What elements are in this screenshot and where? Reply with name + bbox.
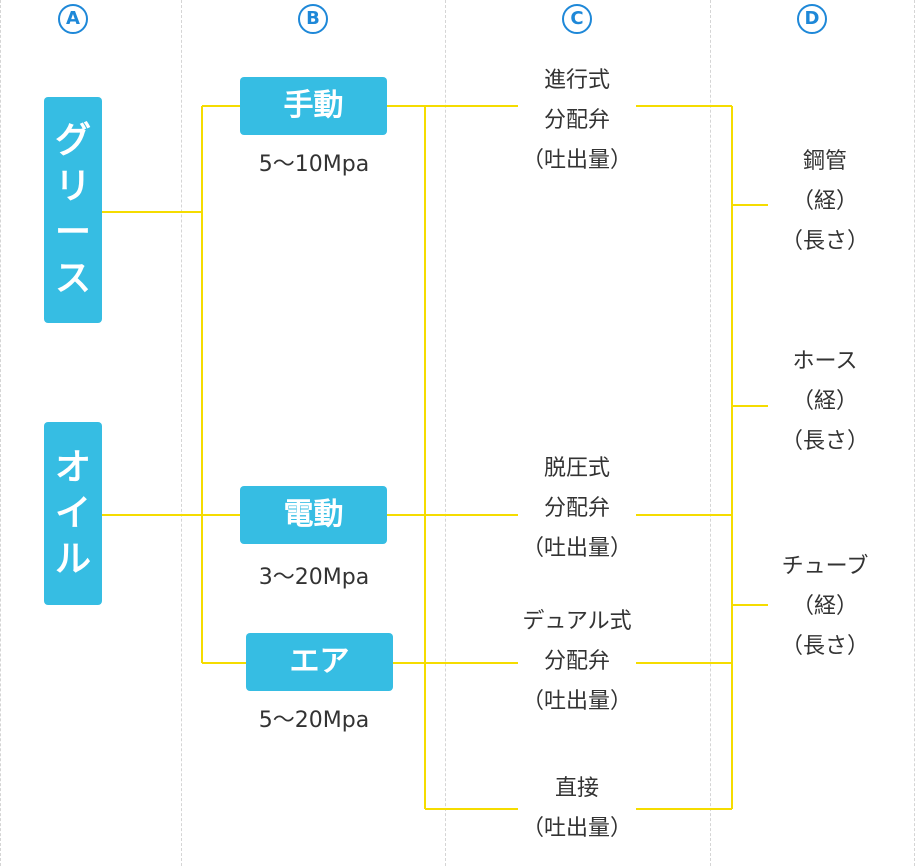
pipe-line: （経）: [791, 594, 858, 619]
valve-line: （吐出量）: [521, 816, 632, 841]
column-a-header: A: [58, 4, 88, 34]
pipe-line: （経）: [791, 189, 858, 214]
pipe-line: （長さ）: [780, 634, 869, 659]
column-divider: [0, 0, 1, 866]
lubricant-char: グ: [54, 120, 91, 161]
column-b-header: B: [298, 4, 328, 34]
column-divider: [710, 0, 711, 866]
lubricant-oil-box: オ イ ル: [44, 422, 102, 605]
valve-line: デュアル式: [522, 609, 632, 634]
valve-line: （吐出量）: [521, 148, 632, 173]
lubricant-char: オ: [54, 446, 91, 488]
lubricant-char: ー: [54, 212, 91, 253]
valve-line: 進行式: [543, 68, 610, 93]
method-manual-pressure: 5～10Mpa: [258, 152, 370, 177]
column-c-header: C: [562, 4, 592, 34]
pipe-line: （長さ）: [780, 429, 869, 454]
lubricant-char: リ: [54, 166, 91, 207]
valve-line: （吐出量）: [521, 536, 632, 561]
pipe-line: チューブ: [781, 554, 869, 579]
valve-line: 脱圧式: [543, 456, 610, 481]
column-divider: [181, 0, 182, 866]
valve-direct-label: 直接 （吐出量）: [477, 769, 677, 849]
pipe-line: （経）: [791, 389, 858, 414]
column-d-header: D: [797, 4, 827, 34]
pipe-hose-label: ホース （経） （長さ）: [725, 342, 917, 462]
method-electric-box: 電動: [240, 486, 387, 544]
column-divider: [914, 0, 915, 866]
lubricant-char: ス: [54, 258, 91, 299]
valve-line: 直接: [554, 776, 599, 801]
pipe-line: 鋼管: [802, 149, 847, 174]
valve-dual-label: デュアル式 分配弁 （吐出量）: [477, 602, 677, 722]
method-electric-pressure: 3～20Mpa: [258, 565, 370, 590]
method-manual-box: 手動: [240, 77, 387, 135]
column-divider: [445, 0, 446, 866]
valve-line: 分配弁: [543, 108, 610, 133]
valve-depressurize-label: 脱圧式 分配弁 （吐出量）: [477, 449, 677, 569]
lubricant-char: イ: [54, 492, 91, 534]
pipe-line: （長さ）: [780, 229, 869, 254]
valve-line: （吐出量）: [521, 689, 632, 714]
valve-line: 分配弁: [543, 649, 610, 674]
pipe-line: ホース: [792, 349, 858, 374]
pipe-tube-label: チューブ （経） （長さ）: [725, 547, 917, 667]
valve-progressive-label: 進行式 分配弁 （吐出量）: [477, 61, 677, 181]
valve-line: 分配弁: [543, 496, 610, 521]
lubricant-grease-box: グ リ ー ス: [44, 97, 102, 323]
method-air-pressure: 5～20Mpa: [258, 708, 370, 733]
pipe-steel-label: 鋼管 （経） （長さ）: [725, 142, 917, 262]
lubricant-char: ル: [54, 538, 91, 580]
method-air-box: エア: [246, 633, 393, 691]
